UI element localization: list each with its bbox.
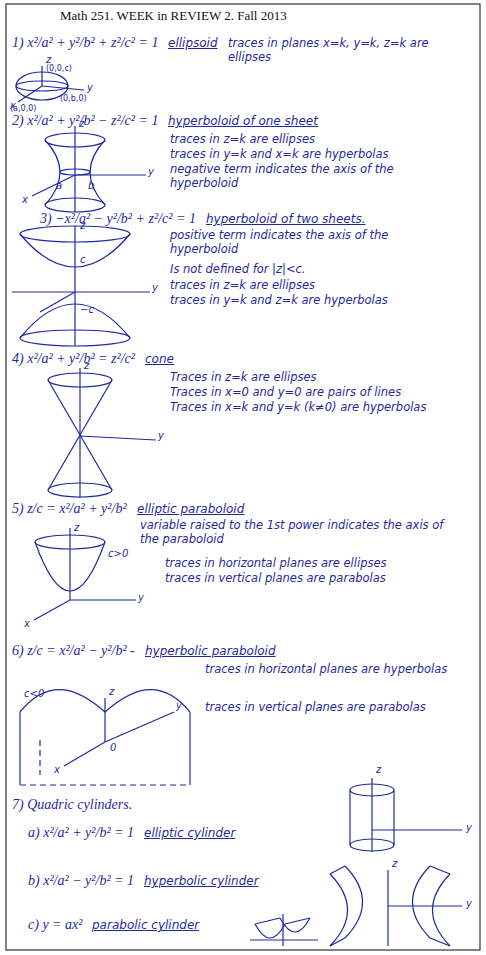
cone-sketch [48,368,156,498]
elliptic-paraboloid-sketch [34,528,136,620]
axis-label: −c [80,304,94,317]
axis-label: x [22,194,28,207]
page-frame [6,4,480,950]
note-text: traces in planes x=k, y=k, z=k are ellip… [228,36,474,65]
surface-name: hyperboloid of one sheet [168,114,318,129]
elliptic-cylinder-sketch [350,778,462,852]
equation: b) x²/a² − y²/b² = 1 [28,872,134,890]
parabolic-cylinder-sketch [250,914,318,946]
equation: 4) x²/a² + y²/b² = z²/c² [12,350,135,368]
surface-name: ellipsoid [168,36,218,51]
page-title: Math 251. WEEK in REVIEW 2. Fall 2013 [60,8,287,24]
axis-label: z [109,686,114,699]
equation: 1) x²/a² + y²/b² + z²/c² = 1 [12,34,158,52]
note-text: positive term indicates the axis of the … [170,228,460,257]
axis-label: z [74,522,79,535]
note-text: Is not defined for |z|<c. [170,262,306,276]
axis-label: x [10,100,16,113]
axis-label: z [79,118,84,131]
note-text: Traces in x=0 and y=0 are pairs of lines [170,385,401,399]
note-text: Traces in z=k are ellipses [170,370,317,384]
equation: 3) −x²/a² − y²/b² + z²/c² = 1 [40,210,196,228]
axis-label: y [158,430,164,443]
surface-name: hyperboloid of two sheets. [206,212,366,227]
axis-label: y [138,592,144,605]
note-text: traces in vertical planes are parabolas [165,571,386,585]
note-text: traces in horizontal planes are hyperbol… [205,662,460,676]
equation: 6) z/c = x²/a² − y²/b² - [12,642,135,660]
hyperboloid-two-sheets-sketch [12,226,150,346]
axis-label: y [176,700,182,713]
axis-label: a [56,180,62,193]
note-text: traces in horizontal planes are ellipses [165,556,387,570]
axis-label: b [88,180,94,193]
note-text: traces in z=k are ellipses [170,278,315,292]
point-label: (0,b,0) [60,94,87,104]
surface-name: hyperbolic cylinder [144,874,259,889]
equation: a) x²/a² + y²/b² = 1 [28,824,134,842]
surface-name: hyperbolic paraboloid [145,644,276,659]
note-text: traces in vertical planes are parabolas [205,700,460,714]
equation: 5) z/c = x²/a² + y²/b² [12,500,127,518]
surface-name: cone [145,352,174,367]
axis-label: y [87,82,93,95]
axis-label: z [80,220,85,233]
axis-label: y [466,822,472,835]
axis-label: 0 [110,742,116,755]
axis-label: z [392,858,397,871]
surface-name: elliptic cylinder [144,826,235,841]
surface-name: parabolic cylinder [92,918,199,933]
axis-label: x [54,764,60,777]
note-text: traces in y=k and z=k are hyperbolas [170,293,388,307]
axis-label: y [148,166,154,179]
axis-label: c [80,254,86,267]
note-text: traces in z=k are ellipses [170,132,315,146]
surface-name: elliptic paraboloid [137,502,244,517]
axis-label: z [84,360,89,373]
hyperboloid-one-sheet-sketch [32,126,146,212]
equation: 7) Quadric cylinders. [12,796,132,814]
axis-label: c>0 [108,548,128,561]
axis-label: z [376,764,381,777]
axis-label: x [24,618,30,631]
note-text: negative term indicates the axis of the … [170,162,460,191]
axis-label: y [152,282,158,295]
axis-label: y [466,898,472,911]
equation: c) y = ax² [28,916,82,934]
note-text: Traces in x=k and y=k (k≠0) are hyperbol… [170,400,460,414]
hyperbolic-cylinder-sketch [330,866,462,946]
hyperbolic-paraboloid-sketch [20,690,190,785]
point-label: (0,0,c) [46,64,72,74]
note-text: traces in y=k and x=k are hyperbolas [170,147,389,161]
equation: 2) x²/a² + y²/b² − z²/c² = 1 [12,112,158,130]
axis-label: c<0 [24,688,44,701]
note-text: variable raised to the 1st power indicat… [140,518,460,547]
